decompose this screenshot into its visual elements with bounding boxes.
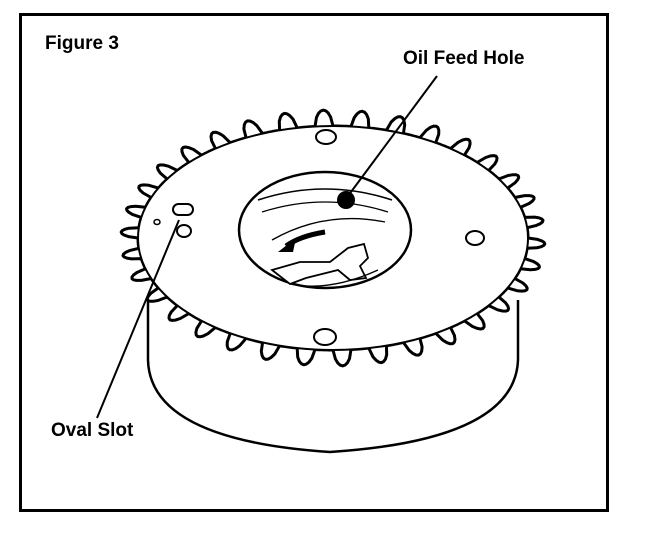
bolt-hole-top <box>315 129 337 145</box>
bolt-hole-right <box>465 230 485 246</box>
bolt-hole-left <box>176 224 192 238</box>
small-pin-hole <box>153 218 161 226</box>
oil-feed-hole <box>337 191 355 209</box>
hub-lower-edge <box>289 269 379 287</box>
rotation-arrowhead-icon <box>278 238 296 252</box>
oval-slot <box>172 203 194 216</box>
bolt-hole-bottom <box>313 328 337 346</box>
hub-inner-ring <box>257 188 393 201</box>
oil-feed-leader-line <box>347 75 438 197</box>
hub-inner-ring-2 <box>261 201 389 213</box>
oval-slot-leader-line <box>96 219 180 419</box>
oil-feed-hole-label: Oil Feed Hole <box>403 48 525 69</box>
oval-slot-label: Oval Slot <box>51 420 134 441</box>
hub-groove <box>271 217 386 241</box>
hub-lock-pin <box>270 242 370 286</box>
figure-title: Figure 3 <box>45 33 119 54</box>
